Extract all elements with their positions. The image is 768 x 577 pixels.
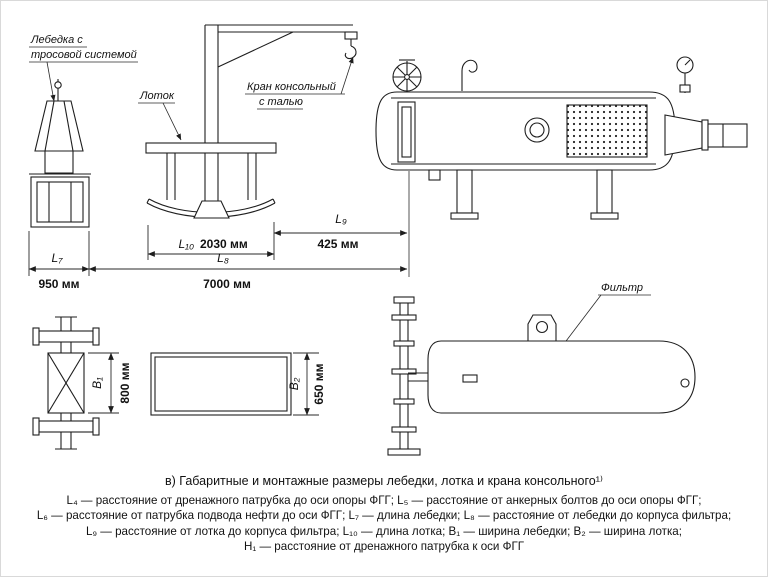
dim-l9-label: L₉	[335, 212, 347, 226]
dim-l7-label: L₇	[52, 251, 64, 265]
crane-leader-arrow	[340, 56, 354, 95]
hoist-hook	[344, 45, 357, 60]
dim-l10-label: L₁₀	[178, 237, 194, 251]
figure-legend: L₄ — расстояние от дренажного патрубка д…	[1, 493, 767, 554]
perforated-panel	[566, 104, 648, 158]
drain-nozzle	[428, 169, 441, 181]
filter-side-view: Фильтр	[387, 282, 696, 456]
dim-b1-value: 800 мм	[118, 362, 132, 403]
dim-b2-value: 650 мм	[312, 363, 326, 404]
winch-label-line1: Лебедка с	[30, 34, 83, 46]
hoist-trolley	[344, 31, 358, 40]
legend-line-4: H₁ — расстояние от дренажного патрубка к…	[243, 539, 525, 553]
legend-line-2: L₆ — расстояние от патрубка подвода нефт…	[36, 509, 732, 523]
figure-caption: в) Габаритные и монтажные размеры лебедк…	[165, 474, 603, 488]
winch-label-line2: тросовой системой	[31, 49, 137, 61]
crane-and-tray-front-view	[145, 24, 358, 219]
dim-b1-label: B₁	[90, 377, 104, 389]
filter-label: Фильтр	[601, 282, 643, 294]
outlet-reducer	[664, 114, 703, 156]
crane-label-line2: с талью	[259, 96, 303, 108]
drawing-canvas: Лебедка с тросовой системой Лоток Кран к…	[28, 24, 748, 456]
legend-line-1: L₄ — расстояние от дренажного патрубка д…	[66, 494, 702, 507]
crane-column-base	[193, 200, 230, 219]
crane-label-line1: Кран консольный	[247, 81, 336, 93]
winch-leader-arrow	[46, 61, 56, 102]
winch-pulley	[54, 81, 62, 89]
fgg-vessel-front-view	[375, 56, 748, 277]
vessel-leg-right	[596, 169, 613, 214]
dim-l8-value: 7000 мм	[203, 277, 251, 291]
tray-support-plate	[145, 142, 277, 154]
winch-callout: Лебедка с тросовой системой	[29, 34, 138, 102]
dim-b2-label: B₂	[287, 377, 301, 390]
tray-label: Лоток	[139, 90, 175, 102]
lifting-hook	[461, 59, 478, 91]
outlet-pipe	[707, 123, 748, 148]
dimension-chain: L₉ 425 мм L₁₀ 2030 мм L₇ 950 мм L₈ 7000 …	[28, 212, 408, 291]
tray-leader-arrow	[162, 102, 182, 141]
dim-l7-value: 950 мм	[38, 277, 79, 291]
crane-callout: Кран консольный с талью	[245, 56, 354, 110]
dim-l10-value: 2030 мм	[200, 237, 248, 251]
dim-l9-value: 425 мм	[317, 237, 358, 251]
tray-callout: Лоток	[138, 90, 182, 141]
winch-top-view: B₁ 800 мм	[32, 316, 132, 450]
filter-leader-arrow	[559, 294, 602, 350]
vessel-leg-left	[456, 169, 473, 214]
legend-line-3: L₉ — расстояние от лотка до корпуса филь…	[86, 524, 682, 538]
dim-l8-label: L₈	[217, 251, 229, 265]
winch-front-view	[29, 79, 91, 228]
filter-shell	[427, 340, 696, 414]
tray-top-view: B₂ 650 мм	[150, 352, 326, 416]
